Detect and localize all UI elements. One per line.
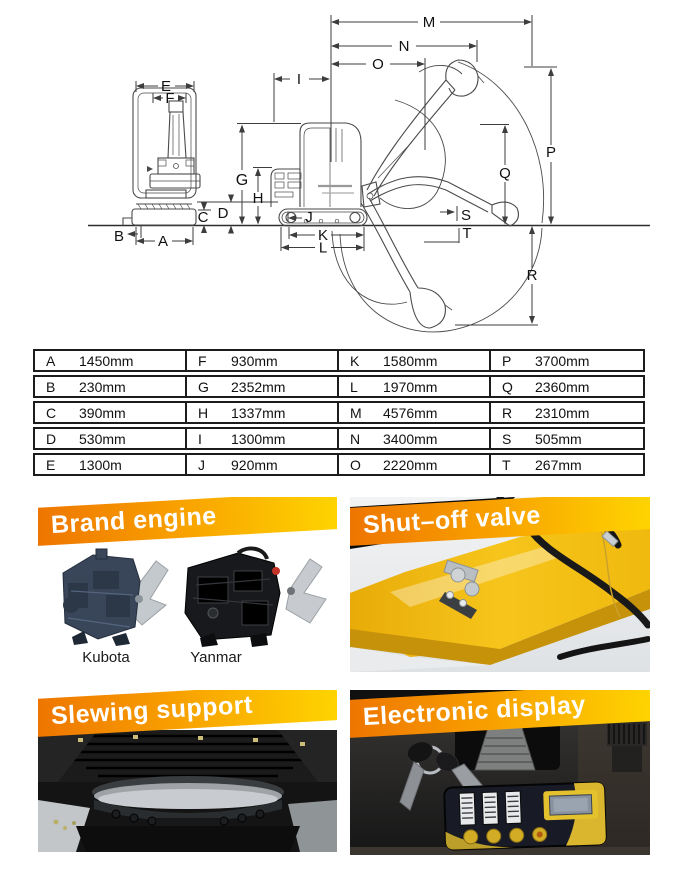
dim-value: 4576mm — [383, 404, 438, 421]
dim-value: 530mm — [79, 430, 126, 447]
dim-label-h: H — [253, 190, 264, 207]
yanmar-engine-image — [184, 546, 327, 647]
dim-key: O — [350, 456, 361, 473]
dim-value: 2220mm — [383, 456, 438, 473]
dim-label-n: N — [399, 38, 410, 55]
dim-label-l: L — [319, 240, 327, 257]
dimension-table: A 1450mm F 930mm K 1580mm P 3700mm B 230mm G 2… — [33, 349, 645, 479]
dim-value: 3700mm — [535, 352, 590, 369]
dim-label-m: M — [423, 14, 436, 31]
table-row: D 530mm I 1300mm N 3400mm S 505mm — [33, 427, 645, 450]
dim-value: 390mm — [79, 404, 126, 421]
rear-view-art — [122, 87, 201, 226]
dim-key: J — [198, 456, 205, 473]
dim-value: 1337mm — [231, 404, 286, 421]
dim-label-e: E — [161, 78, 171, 95]
feature-panel-shut-off-valve: Shut–off valve — [350, 497, 650, 672]
dim-key: I — [198, 430, 202, 447]
dim-key: H — [198, 404, 209, 421]
dim-key: S — [502, 430, 512, 447]
dim-label-s: S — [461, 207, 471, 224]
dim-label-p: P — [546, 144, 556, 161]
lcd-screen — [543, 789, 599, 821]
dim-key: A — [46, 352, 56, 369]
dim-label-r: R — [527, 267, 538, 284]
dim-key: M — [350, 404, 362, 421]
dim-label-c: C — [198, 209, 209, 226]
feature-panel-brand-engine: Brand engine — [38, 497, 337, 680]
dim-label-o: O — [372, 56, 384, 73]
dim-value: 2310mm — [535, 404, 590, 421]
dim-key: B — [46, 378, 56, 395]
dimension-lines — [127, 15, 557, 326]
slewing-support-title: Slewing support — [50, 690, 254, 731]
engine-caption-yanmar: Yanmar — [190, 649, 242, 666]
dim-value: 920mm — [231, 456, 278, 473]
dim-key: C — [46, 404, 57, 421]
dim-label-d: D — [218, 205, 229, 222]
dim-key: L — [350, 378, 358, 395]
engine-caption-kubota: Kubota — [82, 649, 130, 666]
gauge-bars — [458, 790, 522, 826]
dim-value: 2352mm — [231, 378, 286, 395]
side-view-art — [270, 59, 545, 333]
dim-value: 930mm — [231, 352, 278, 369]
dim-label-a: A — [158, 233, 168, 250]
dim-label-i: I — [297, 71, 301, 88]
table-row: E 1300m J 920mm O 2220mm T 267mm — [33, 453, 645, 476]
dim-key: D — [46, 430, 57, 447]
dim-value: 1450mm — [79, 352, 134, 369]
dim-value: 1300mm — [231, 430, 286, 447]
table-row: C 390mm H 1337mm M 4576mm R 2310mm — [33, 401, 645, 424]
dim-key: F — [198, 352, 207, 369]
dim-key: G — [198, 378, 209, 395]
dim-label-f: F — [165, 90, 174, 107]
table-row: A 1450mm F 930mm K 1580mm P 3700mm — [33, 349, 645, 372]
table-row: B 230mm G 2352mm L 1970mm Q 2360mm — [33, 375, 645, 398]
feature-panel-electronic-display: Electronic display — [350, 690, 650, 855]
dim-label-k: K — [318, 227, 328, 244]
brand-engine-banner: Brand engine — [38, 497, 337, 547]
dim-key: P — [502, 352, 512, 369]
dim-value: 505mm — [535, 430, 582, 447]
dim-label-t: T — [462, 225, 471, 242]
dim-value: 230mm — [79, 378, 126, 395]
feature-panel-slewing-support: Slewing support — [38, 690, 337, 852]
dim-key: K — [350, 352, 360, 369]
engines-illustration — [62, 546, 327, 647]
panel-buttons — [463, 826, 548, 845]
kubota-engine-image — [62, 548, 169, 646]
dim-value: 3400mm — [383, 430, 438, 447]
dim-value: 267mm — [535, 456, 582, 473]
dim-value: 1580mm — [383, 352, 438, 369]
electronic-display-title: Electronic display — [362, 690, 587, 732]
dim-key: R — [502, 404, 513, 421]
slewing-support-photo — [38, 730, 337, 852]
dim-value: 1970mm — [383, 378, 438, 395]
dimension-labels: E F A B C D G H I J K L M N O P Q R S T — [114, 14, 556, 284]
dim-value: 2360mm — [535, 378, 590, 395]
dim-key: Q — [502, 378, 513, 395]
dim-label-g: G — [236, 172, 248, 189]
dim-label-j: J — [305, 209, 313, 226]
brand-engine-title: Brand engine — [50, 501, 218, 540]
display-unit — [443, 781, 607, 851]
dim-key: T — [502, 456, 511, 473]
shut-off-valve-title: Shut–off valve — [362, 501, 542, 540]
dim-value: 1300m — [79, 456, 122, 473]
dim-label-q: Q — [499, 165, 511, 182]
dim-key: N — [350, 430, 361, 447]
dimension-diagram: E F A B C D G H I J K L M N O P Q R S T — [88, 14, 650, 333]
dim-key: E — [46, 456, 56, 473]
dim-label-b: B — [114, 228, 124, 245]
